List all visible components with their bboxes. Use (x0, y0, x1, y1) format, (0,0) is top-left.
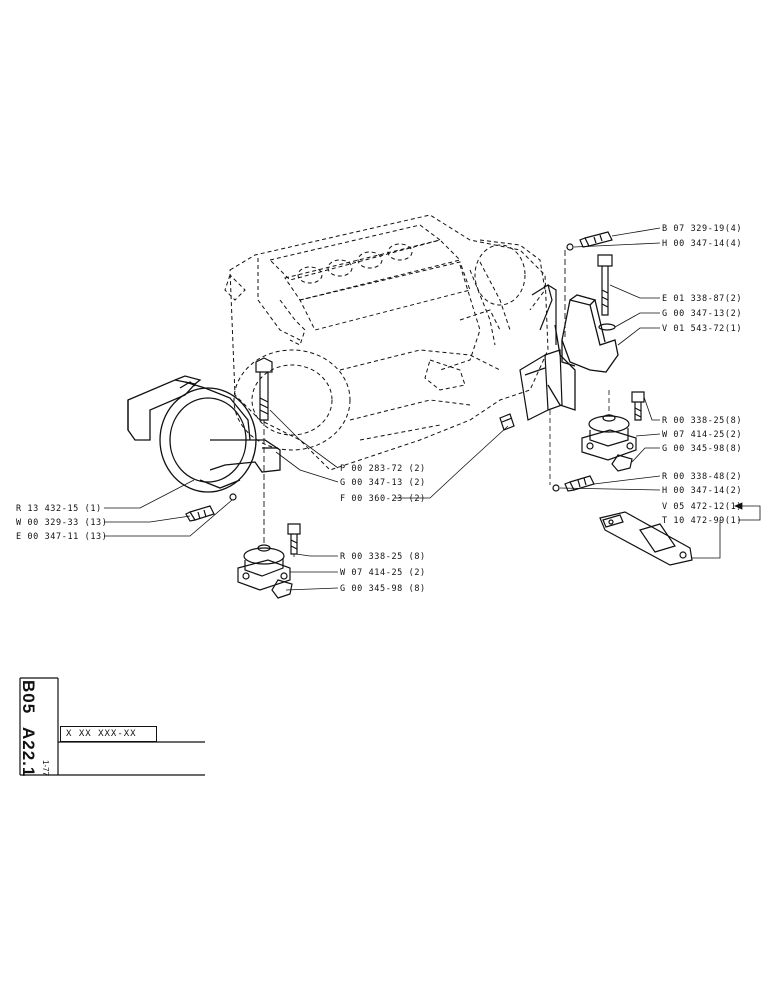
label-w00329: W 00 329-33 (13) (16, 518, 108, 528)
label-p00283: P 00 283-72 (2) (340, 464, 426, 474)
bolt-w00329 (185, 505, 215, 522)
label-g00347b: G 00 347-13 (2) (340, 478, 426, 488)
engine-phantom-outline (224, 214, 549, 471)
rubber-mount-left (237, 544, 293, 599)
bolt-r00338-left (287, 523, 301, 555)
sheet-code-primary: B05 (19, 680, 38, 715)
pin-f00360 (499, 413, 515, 431)
sheet-code-secondary: A22.1 (19, 727, 38, 778)
right-bracket-e01338 (547, 294, 619, 411)
label-w07414b: W 07 414-25 (2) (340, 568, 426, 578)
label-t10472: T 10 472-99(1) (662, 516, 743, 526)
label-w07414a: W 07 414-25(2) (662, 430, 743, 440)
bolt-r00338-right (631, 391, 645, 421)
part-number-box: X XX XXX-XX (60, 726, 157, 742)
washer-w00329 (229, 493, 237, 501)
washer-h00347a (566, 243, 574, 251)
label-e00347: E 00 347-11 (13) (16, 532, 108, 542)
label-h00347a: H 00 347-14(4) (662, 239, 743, 249)
label-g00347a: G 00 347-13(2) (662, 309, 743, 319)
label-g00345b: G 00 345-98 (8) (340, 584, 426, 594)
label-r00338a: R 00 338-25(8) (662, 416, 743, 426)
label-b07329: B 07 329-19(4) (662, 224, 743, 234)
callout-leaders (104, 227, 761, 591)
sheet-date: 1-77 (41, 760, 50, 777)
ground-strap (599, 511, 693, 566)
bolt-p00283 (255, 357, 273, 421)
bolt-e01338 (597, 254, 613, 316)
washer-h00347b (552, 484, 560, 492)
bolt-b07329 (579, 231, 613, 248)
rear-support-plate (519, 284, 563, 421)
label-r00338b: R 00 338-48(2) (662, 472, 743, 482)
label-h00347b: H 00 347-14(2) (662, 486, 743, 496)
rubber-mount-right (581, 414, 637, 472)
label-f00360: F 00 360-23 (2) (340, 494, 426, 504)
label-v05472: V 05 472-12(1) (662, 502, 743, 512)
label-r13432: R 13 432-15 (1) (16, 504, 102, 514)
label-v01543: V 01 543-72(1) (662, 324, 743, 334)
flywheel-housing-bracket (127, 375, 281, 493)
label-g00345a: G 00 345-98(8) (662, 444, 743, 454)
title-block-frame (19, 677, 205, 776)
label-e01338: E 01 338-87(2) (662, 294, 743, 304)
label-r00338c: R 00 338-25 (8) (340, 552, 426, 562)
